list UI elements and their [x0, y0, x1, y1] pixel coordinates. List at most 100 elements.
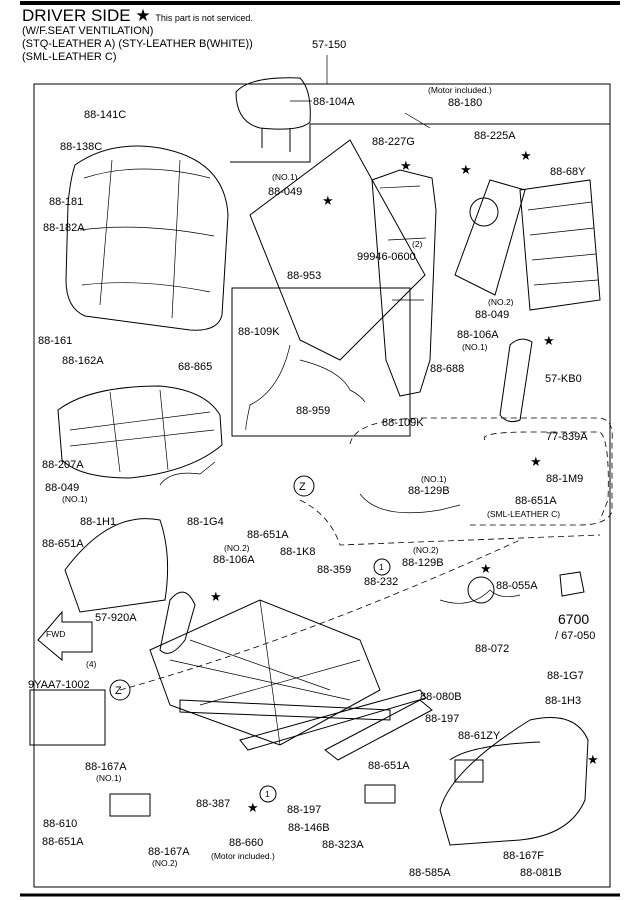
label-57-150: 57-150	[312, 39, 346, 51]
star-icon: ★	[247, 800, 259, 815]
ref-1-upper	[373, 558, 391, 576]
backrest-frame	[371, 169, 437, 397]
assembly-frame	[33, 83, 611, 888]
seat-side-panel	[64, 518, 169, 613]
side-airbag	[499, 338, 533, 423]
star-icon: ★	[480, 561, 492, 576]
seat-back-cushion	[65, 145, 229, 331]
label-57-920A: 57-920A	[95, 612, 137, 624]
headrest	[235, 77, 311, 152]
label-no1-167A: (NO.1)	[96, 773, 122, 783]
label-88-1G7: 88-1G7	[547, 670, 584, 682]
star-icon: ★	[400, 158, 412, 173]
label-88-109K-top: 88-109K	[238, 326, 280, 338]
cushion-fan	[467, 576, 495, 604]
label-88-129B-low: 88-129B	[402, 557, 444, 569]
label-88-1M9: 88-1M9	[546, 473, 583, 485]
heater-harness-no2	[439, 589, 521, 604]
variant-line-3: (SML-LEATHER C)	[22, 51, 117, 63]
label-88-141C: 88-141C	[84, 109, 126, 121]
wiring-harness	[245, 344, 366, 431]
label-motor-included-660: (Motor included.)	[211, 851, 275, 861]
variant-line-1: (W/F.SEAT VENTILATION)	[22, 25, 154, 37]
label-motor-included: (Motor included.)	[428, 85, 492, 95]
label-88-167A-top: 88-167A	[85, 761, 127, 773]
not-serviced-note: This part is not serviced.	[155, 13, 253, 23]
label-88-61ZY: 88-61ZY	[458, 730, 501, 742]
label-88-959: 88-959	[296, 405, 330, 417]
label-99946-0600: 99946-0600	[357, 251, 416, 263]
switch-knob	[364, 784, 396, 804]
label-88-359: 88-359	[317, 564, 351, 576]
label-88-072: 88-072	[475, 643, 509, 655]
star-icon: ★	[543, 333, 555, 348]
fwd-arrow-icon	[37, 610, 93, 662]
motor-unit	[559, 571, 585, 597]
star-icon: ★	[520, 148, 532, 163]
label-no2-049: (NO.2)	[488, 297, 514, 307]
label-no2-129B: (NO.2)	[413, 545, 439, 555]
label-88-585A: 88-585A	[409, 867, 451, 879]
label-no1-049-low: (NO.1)	[62, 494, 88, 504]
link-z-upper	[299, 499, 601, 546]
label-88-197-low: 88-197	[287, 804, 321, 816]
label-88-106A-top: 88-106A	[457, 329, 499, 341]
label-fwd: FWD	[46, 629, 65, 639]
label-88-68Y: 88-68Y	[550, 166, 586, 178]
label-88-049-top: 88-049	[268, 186, 302, 198]
star-icon: ★	[530, 454, 542, 469]
label-88-197-right: 88-197	[425, 713, 459, 725]
switch-opening	[449, 741, 541, 761]
label-ref-1-lower: 1	[265, 789, 270, 799]
label-88-182A: 88-182A	[43, 222, 85, 234]
variant-line-2: (STQ-LEATHER A) (STY-LEATHER B(WHITE))	[22, 38, 253, 50]
label-88-080B: 88-080B	[420, 691, 462, 703]
label-no2-106A: (NO.2)	[224, 543, 250, 553]
label-no2-167A: (NO.2)	[152, 858, 178, 868]
label-88-651A-bottom: 88-651A	[42, 836, 84, 848]
harness-box	[231, 287, 411, 437]
seat-rails	[179, 689, 427, 751]
label-88-225A: 88-225A	[474, 130, 516, 142]
z-marker-lower	[109, 679, 131, 701]
seat-frame	[149, 599, 381, 746]
label-88-610: 88-610	[43, 818, 77, 830]
label-z-lower: Z	[115, 685, 122, 697]
label-88-055A: 88-055A	[496, 580, 538, 592]
label-qty2: (2)	[412, 239, 423, 249]
star-icon: ★	[587, 752, 599, 767]
label-88-049-mid: 88-049	[475, 309, 509, 321]
label-9YAA7-1002: 9YAA7-1002	[28, 679, 90, 691]
blower-fan	[469, 197, 499, 227]
label-88-180: 88-180	[448, 97, 482, 109]
label-88-161: 88-161	[38, 335, 72, 347]
label-88-146B: 88-146B	[288, 822, 330, 834]
label-68-865: 68-865	[178, 361, 212, 373]
ref-1-lower	[259, 785, 277, 803]
star-icon: ★	[210, 589, 222, 604]
label-88-232: 88-232	[364, 576, 398, 588]
label-88-1H3: 88-1H3	[545, 695, 581, 707]
label-no1-106A: (NO.1)	[462, 342, 488, 352]
star-icon: ★	[460, 162, 472, 177]
z-marker-upper	[293, 475, 315, 497]
title-text: DRIVER SIDE	[22, 6, 131, 25]
label-6700: 6700	[558, 611, 589, 627]
label-sml-leather: (SML-LEATHER C)	[487, 509, 560, 519]
star-icon: ★	[322, 193, 334, 208]
label-88-227G: 88-227G	[372, 136, 415, 148]
label-z-upper: Z	[299, 481, 306, 493]
label-88-323A: 88-323A	[322, 839, 364, 851]
label-qty4: (4)	[86, 659, 97, 669]
label-88-1H1: 88-1H1	[80, 516, 116, 528]
label-88-953: 88-953	[287, 270, 321, 282]
control-module	[109, 793, 151, 817]
link-z-lower	[119, 539, 521, 691]
heater-harness-zone	[349, 417, 613, 526]
bolt-callout-box	[29, 689, 106, 746]
label-88-651A-mid: 88-651A	[247, 529, 289, 541]
label-no1-049: (NO.1)	[272, 172, 298, 182]
label-88-106A-low: 88-106A	[213, 554, 255, 566]
label-88-651A-low: 88-651A	[368, 760, 410, 772]
